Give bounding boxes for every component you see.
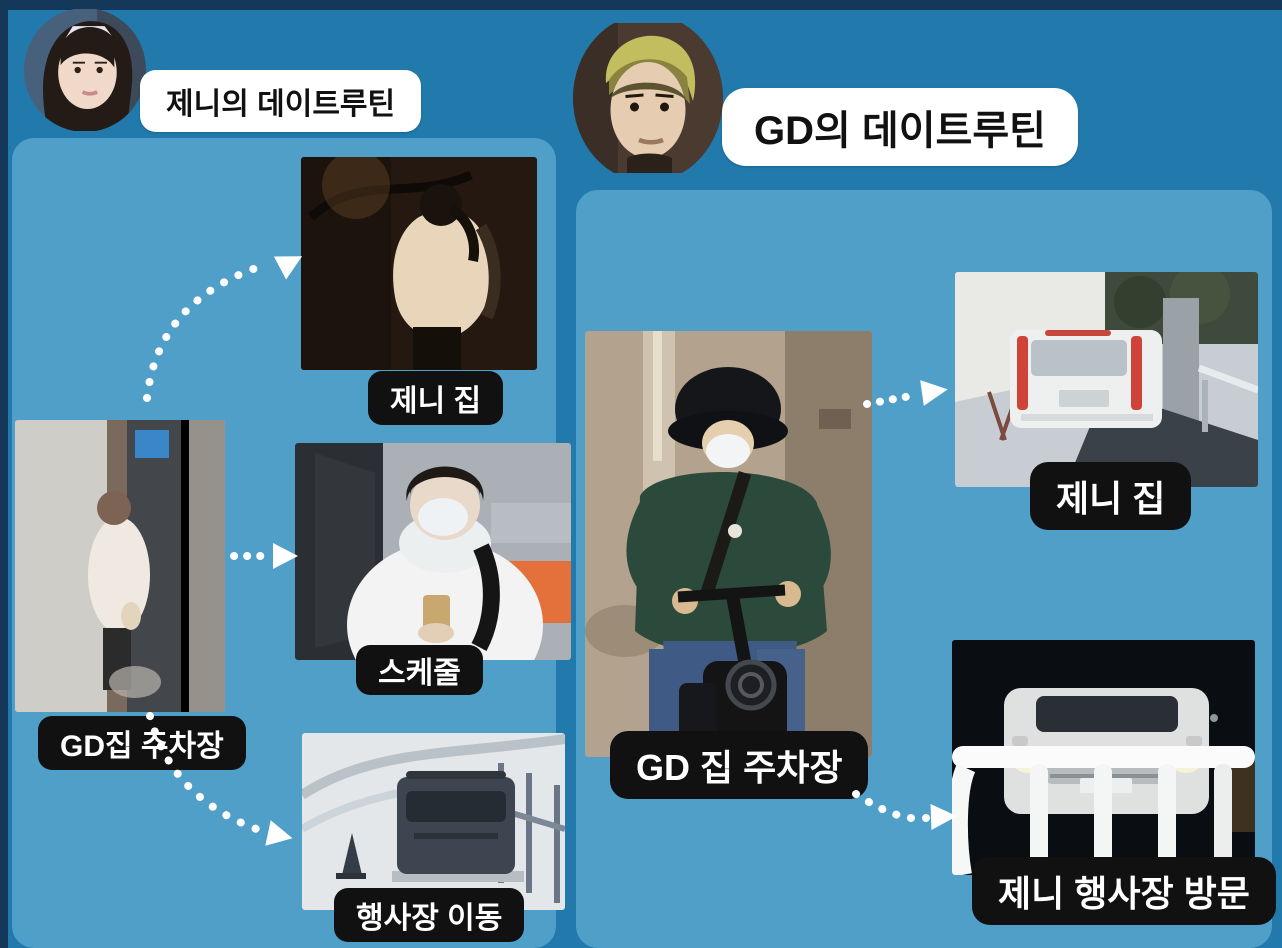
gd-avatar <box>573 14 723 182</box>
caption-schedule-left: 스케줄 <box>356 645 483 695</box>
caption-event-move-left: 행사장 이동 <box>334 888 525 942</box>
event-van-illustration <box>302 733 565 910</box>
caption-event-visit-right: 제니 행사장 방문 <box>972 857 1276 925</box>
photo-gd-scooter-right <box>585 331 872 757</box>
photo-jennie-schedule-left <box>295 443 571 660</box>
photo-jennie-house-suv-right <box>955 272 1258 487</box>
jennie-house-night-illustration <box>301 157 537 370</box>
jennie-avatar-illustration <box>24 9 146 131</box>
gd-routine-title: GD의 데이트루틴 <box>722 88 1078 166</box>
jennie-avatar <box>24 8 146 132</box>
jennie-schedule-illustration <box>295 443 571 660</box>
gd-avatar-illustration <box>573 23 723 173</box>
jennie-routine-title: 제니의 데이트루틴 <box>140 70 422 132</box>
caption-jennie-house-right: 제니 집 <box>1030 462 1192 530</box>
photo-event-van-left <box>302 733 565 910</box>
gd-scooter-illustration <box>585 331 872 757</box>
frame-border-left <box>0 0 8 948</box>
jennie-house-suv-illustration <box>955 272 1258 487</box>
frame-border-top <box>0 0 1282 10</box>
photo-event-visit-suv-right <box>952 640 1255 875</box>
photo-gd-house-parking-left <box>15 420 225 712</box>
event-visit-suv-illustration <box>952 640 1255 875</box>
photo-jennie-house-left <box>301 157 537 370</box>
caption-jennie-house-left: 제니 집 <box>368 371 504 425</box>
gd-house-parking-illustration <box>15 420 225 712</box>
caption-gd-house-parking-right: GD 집 주차장 <box>610 731 869 799</box>
caption-gd-house-parking-left: GD집 주차장 <box>38 716 246 770</box>
